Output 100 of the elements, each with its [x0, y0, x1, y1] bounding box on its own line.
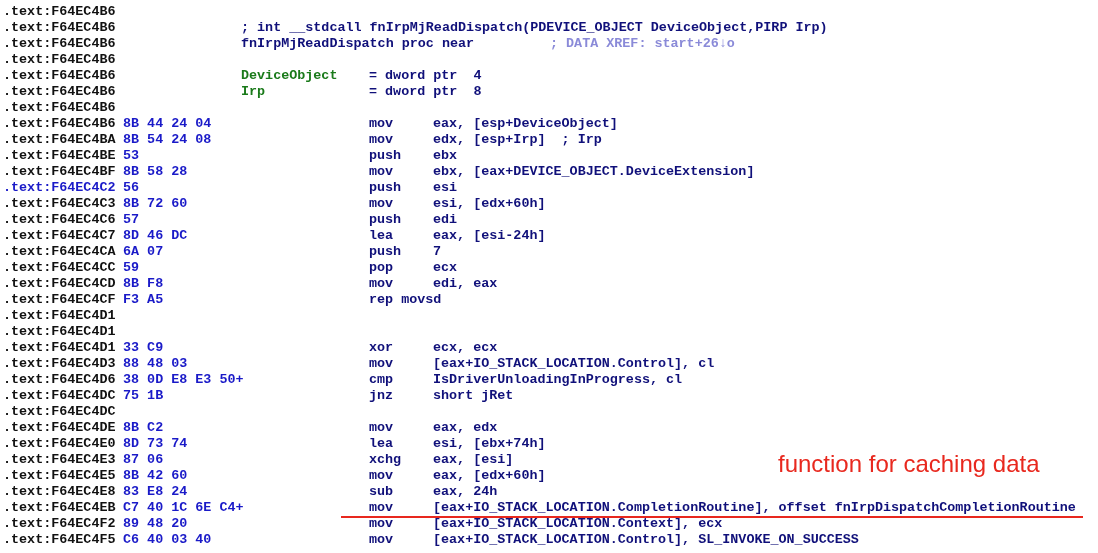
address-text: .text:F64EC4CD — [3, 276, 116, 291]
address-text: .text:F64EC4C3 — [3, 196, 116, 211]
variable-name: DeviceObject — [241, 68, 338, 83]
address-text: .text:F64EC4F5 — [3, 532, 116, 547]
address-text: .text:F64EC4B6 — [3, 36, 116, 51]
variable-definition: = dword ptr 8 — [369, 84, 482, 99]
hex-bytes: 8B 54 24 08 — [123, 132, 212, 147]
operand-text: eax, 24h — [433, 484, 498, 499]
address-text: .text:F64EC4D6 — [3, 372, 116, 387]
mnemonic-text: xor — [369, 340, 394, 355]
operand-text: ebx — [433, 148, 458, 163]
address-text: .text:F64EC4E0 — [3, 436, 116, 451]
operand-text: IsDriverUnloadingInProgress, cl — [433, 372, 683, 387]
hex-bytes: 6A 07 — [123, 244, 164, 259]
mnemonic-text: push — [369, 244, 402, 259]
hex-bytes: 59 — [123, 260, 140, 275]
hex-bytes: 57 — [123, 212, 140, 227]
mnemonic-text: mov — [369, 532, 394, 547]
mnemonic-text: xchg — [369, 452, 402, 467]
hex-bytes: 8B 42 60 — [123, 468, 188, 483]
hex-bytes: 8D 46 DC — [123, 228, 188, 243]
operand-text: eax, edx — [433, 420, 498, 435]
address-text: .text:F64EC4E3 — [3, 452, 116, 467]
address-text: .text:F64EC4D1 — [3, 308, 116, 323]
mnemonic-text: push — [369, 148, 402, 163]
hex-bytes: 8B 72 60 — [123, 196, 188, 211]
hex-bytes: 75 1B — [123, 388, 164, 403]
mnemonic-text: mov — [369, 132, 394, 147]
hex-bytes: F3 A5 — [123, 292, 164, 307]
hex-bytes: 56 — [123, 180, 140, 195]
mnemonic-text: push — [369, 180, 402, 195]
hex-bytes: 89 48 20 — [123, 516, 188, 531]
operand-text: esi, [ebx+74h] — [433, 436, 546, 451]
address-text: .text:F64EC4D1 — [3, 340, 116, 355]
address-text: .text:F64EC4B6 — [3, 84, 116, 99]
operand-text: edi — [433, 212, 458, 227]
hex-bytes: 83 E8 24 — [123, 484, 188, 499]
mnemonic-text: mov — [369, 164, 394, 179]
address-text: .text:F64EC4B6 — [3, 100, 116, 115]
mnemonic-text: rep movsd — [369, 292, 442, 307]
operand-text: ecx, ecx — [433, 340, 498, 355]
hex-bytes: 8B F8 — [123, 276, 164, 291]
operand-text: edx, [esp+Irp] ; Irp — [433, 132, 602, 147]
mnemonic-text: mov — [369, 196, 394, 211]
hex-bytes: 38 0D E8 E3 50+ — [123, 372, 244, 387]
address-text: .text:F64EC4BF — [3, 164, 116, 179]
address-text: .text:F64EC4EB — [3, 500, 116, 515]
address-text: .text:F64EC4F2 — [3, 516, 116, 531]
address-text: .text:F64EC4C2 — [3, 180, 116, 195]
hex-bytes: 33 C9 — [123, 340, 164, 355]
mnemonic-text: cmp — [369, 372, 394, 387]
mnemonic-text: mov — [369, 116, 394, 131]
address-text: .text:F64EC4C6 — [3, 212, 116, 227]
address-text: .text:F64EC4B6 — [3, 52, 116, 67]
code-comment: ; int __stdcall fnIrpMjReadDispatch(PDEVICE_OBJECT DeviceObject,PIRP Irp) — [241, 20, 828, 35]
operand-text: eax, [edx+60h] — [433, 468, 546, 483]
variable-name: Irp — [241, 84, 266, 99]
code-comment: fnIrpMjReadDispatch proc near — [241, 36, 475, 51]
mnemonic-text: sub — [369, 484, 394, 499]
operand-text: ebx, [eax+DEVICE_OBJECT.DeviceExtension] — [433, 164, 755, 179]
mnemonic-text: mov — [369, 420, 394, 435]
hex-bytes: C7 40 1C 6E C4+ — [123, 500, 244, 515]
operand-text: [eax+IO_STACK_LOCATION.Context], ecx — [433, 516, 723, 531]
mnemonic-text: mov — [369, 468, 394, 483]
address-text: .text:F64EC4DC — [3, 404, 116, 419]
address-text: .text:F64EC4BA — [3, 132, 116, 147]
variable-definition: = dword ptr 4 — [369, 68, 482, 83]
address-text: .text:F64EC4D1 — [3, 324, 116, 339]
hex-bytes: 87 06 — [123, 452, 164, 467]
operand-text: [eax+IO_STACK_LOCATION.Control], SL_INVOKE_ON_SUCCESS — [433, 532, 859, 547]
address-text: .text:F64EC4CA — [3, 244, 116, 259]
hex-bytes: 8B C2 — [123, 420, 164, 435]
operand-text: short jRet — [433, 388, 514, 403]
address-text: .text:F64EC4E5 — [3, 468, 116, 483]
annotation-note: function for caching data — [778, 450, 1040, 478]
operand-text: eax, [esi] — [433, 452, 514, 467]
mnemonic-text: mov — [369, 516, 394, 531]
address-text: .text:F64EC4D3 — [3, 356, 116, 371]
mnemonic-text: lea — [369, 228, 394, 243]
hex-bytes: 8B 58 28 — [123, 164, 188, 179]
address-text: .text:F64EC4DE — [3, 420, 116, 435]
xref-comment: ; DATA XREF: start+26↓o — [550, 36, 735, 51]
operand-text: [eax+IO_STACK_LOCATION.CompletionRoutine], offset fnIrpDispatchCompletionRoutine — [433, 500, 1076, 515]
operand-text: esi, [edx+60h] — [433, 196, 546, 211]
mnemonic-text: jnz — [369, 388, 394, 403]
mnemonic-text: mov — [369, 356, 394, 371]
operand-text: eax, [esp+DeviceObject] — [433, 116, 618, 131]
mnemonic-text: mov — [369, 500, 394, 515]
hex-bytes: 8B 44 24 04 — [123, 116, 212, 131]
hex-bytes: 88 48 03 — [123, 356, 188, 371]
hex-bytes: C6 40 03 40 — [123, 532, 212, 547]
hex-bytes: 53 — [123, 148, 140, 163]
address-text: .text:F64EC4C7 — [3, 228, 116, 243]
mnemonic-text: push — [369, 212, 402, 227]
operand-text: edi, eax — [433, 276, 498, 291]
operand-text: ecx — [433, 260, 458, 275]
mnemonic-text: lea — [369, 436, 394, 451]
address-text: .text:F64EC4BE — [3, 148, 116, 163]
hex-bytes: 8D 73 74 — [123, 436, 188, 451]
operand-text: esi — [433, 180, 458, 195]
